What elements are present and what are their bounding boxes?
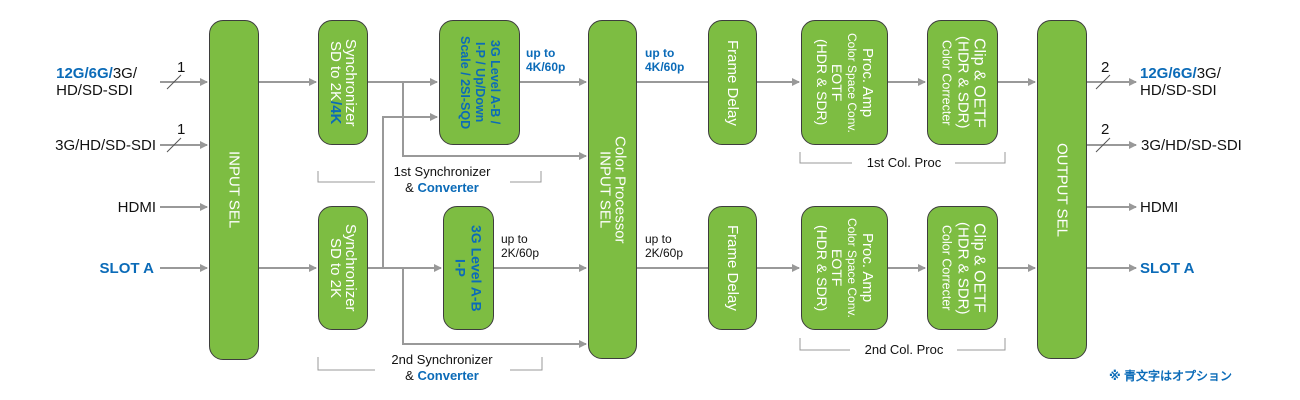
input-sel-label: INPUT SEL [225, 151, 243, 229]
rate-conv1-out: up to 4K/60p [526, 46, 566, 74]
clip-oetf-1-line3: Color Correcter [939, 39, 954, 126]
group-label-col-proc-2: 2nd Col. Proc [864, 342, 944, 357]
clip-oetf-1-block: Clip & OETF (HDR & SDR) Color Correcter [927, 20, 998, 145]
frame-delay-1-label: Frame Delay [724, 39, 741, 126]
frame-delay-2-label: Frame Delay [724, 225, 741, 311]
clip-oetf-1-label: Clip & OETF (HDR & SDR) Color Correcter [939, 36, 988, 129]
bracket-col-proc-2-r [957, 338, 1006, 351]
proc-amp-1-line1: Proc. Amp [859, 47, 876, 118]
line-sync2-conv1 [382, 113, 438, 268]
group-label-col-proc-1: 1st Col. Proc [866, 155, 942, 170]
bus-slash-in-2 [166, 137, 182, 153]
input-1-standard: 3G/ [112, 65, 137, 82]
clip-oetf-2-line2: (HDR & SDR) [954, 221, 972, 315]
proc-amp-1-label: Proc. Amp Color Space Conv. EOTF (HDR & … [814, 32, 876, 133]
sync2-block: Synchronizer SD to 2K [318, 206, 368, 330]
output-count-2: 2 [1101, 121, 1110, 138]
proc-amp-1-line4: (HDR & SDR) [814, 39, 830, 126]
proc-amp-2-line3: EOTF [829, 249, 845, 287]
output-1-optional: 12G/6G/ [1140, 65, 1197, 82]
clip-oetf-1-line2: (HDR & SDR) [954, 36, 972, 129]
clip-oetf-2-block: Clip & OETF (HDR & SDR) Color Correcter [927, 206, 998, 330]
clip-oetf-2-line1: Clip & OETF [970, 223, 988, 313]
bracket-col-proc-1-r [955, 152, 1006, 164]
output-label-1: 12G/6G/3G/ HD/SD-SDI [1140, 65, 1221, 99]
proc-amp-2-block: Proc. Amp Color Space Conv. EOTF (HDR & … [801, 206, 888, 330]
proc-amp-1-block: Proc. Amp Color Space Conv. EOTF (HDR & … [801, 20, 888, 145]
group-label-sync-conv-1: 1st Synchronizer & Converter [387, 164, 497, 196]
sync1-line2-opt: /4K [327, 100, 344, 125]
group-1-converter: Converter [417, 180, 479, 195]
input-1-line2: HD/SD-SDI [56, 82, 133, 99]
bus-slash-in-1 [166, 74, 182, 90]
optional-note: ※ 青文字はオプション [1109, 369, 1233, 383]
input-label-4: SLOT A [99, 260, 154, 277]
output-sel-label: OUTPUT SEL [1053, 142, 1071, 237]
proc-amp-2-line2: Color Space Conv. [845, 218, 859, 318]
color-processor-label: Color Processor INPUT SEL [596, 135, 629, 244]
output-1-line2: HD/SD-SDI [1140, 82, 1217, 99]
sync1-line2: SD to 2K [327, 40, 344, 101]
proc-amp-1-line3: EOTF [829, 63, 845, 102]
rate-cp-out-1: up to 4K/60p [645, 46, 685, 74]
bracket-col-proc-1 [799, 152, 852, 164]
line-sync2-bypass [402, 268, 587, 348]
sync1-line1: Synchronizer [342, 38, 359, 127]
color-processor-line2: INPUT SEL [596, 150, 614, 229]
frame-delay-1-block: Frame Delay [708, 20, 757, 145]
bracket-sync-conv-1 [317, 171, 375, 183]
input-label-1: 12G/6G/3G/ HD/SD-SDI [56, 65, 137, 99]
output-label-2: 3G/HD/SD-SDI [1141, 137, 1242, 154]
bus-slash-out-1 [1095, 74, 1111, 90]
bracket-col-proc-2 [799, 338, 850, 351]
sync1-block: Synchronizer SD to 2K/4K [318, 20, 368, 145]
sync2-label: Synchronizer SD to 2K [327, 224, 359, 312]
converter2-block: 3G Level A-B I-P [443, 206, 494, 330]
proc-amp-2-line4: (HDR & SDR) [814, 224, 830, 312]
bus-slash-out-2 [1095, 137, 1111, 153]
output-count-1: 2 [1101, 59, 1110, 76]
converter2-label: 3G Level A-B I-P [452, 224, 485, 312]
group-1-amp: & [405, 180, 418, 195]
sync2-line2: SD to 2K [327, 237, 344, 298]
bracket-sync-conv-1-r [510, 171, 542, 183]
frame-delay-2-block: Frame Delay [708, 206, 757, 330]
group-2-amp: & [405, 368, 418, 383]
input-count-2: 1 [177, 121, 186, 138]
input-1-optional: 12G/6G/ [56, 65, 113, 82]
output-sel-block: OUTPUT SEL [1037, 20, 1087, 359]
clip-oetf-2-label: Clip & OETF (HDR & SDR) Color Correcter [939, 221, 988, 315]
clip-oetf-1-line1: Clip & OETF [970, 37, 988, 128]
proc-amp-2-line1: Proc. Amp [859, 233, 876, 303]
group-1-prefix: 1st Synchronizer [393, 164, 491, 179]
output-1-standard: 3G/ [1196, 65, 1221, 82]
input-label-3: HDMI [117, 199, 156, 216]
color-processor-line1: Color Processor [611, 135, 629, 244]
bracket-sync-conv-2 [317, 357, 375, 371]
input-label-2: 3G/HD/SD-SDI [55, 137, 156, 154]
group-label-sync-conv-2: 2nd Synchronizer & Converter [384, 352, 500, 384]
input-count-1: 1 [177, 59, 186, 76]
group-2-converter: Converter [417, 368, 479, 383]
sync1-label: Synchronizer SD to 2K/4K [327, 38, 359, 127]
proc-amp-1-line2: Color Space Conv. [845, 32, 859, 133]
proc-amp-2-label: Proc. Amp Color Space Conv. EOTF (HDR & … [814, 218, 876, 318]
bracket-sync-conv-2-r [510, 357, 543, 371]
converter1-block: 3G Level A-B / I-P / Up/Down Scale / 2SI… [439, 20, 520, 145]
output-label-4: SLOT A [1140, 260, 1195, 277]
rate-cp-out-2: up to 2K/60p [645, 232, 684, 260]
sync2-line1: Synchronizer [342, 224, 359, 312]
color-processor-input-sel-block: Color Processor INPUT SEL [588, 20, 637, 359]
group-2-prefix: 2nd Synchronizer [391, 352, 493, 367]
output-label-3: HDMI [1140, 199, 1179, 216]
clip-oetf-2-line3: Color Correcter [939, 225, 954, 311]
rate-conv2-out: up to 2K/60p [501, 232, 540, 260]
line-sync1-bypass [402, 82, 587, 160]
input-sel-block: INPUT SEL [209, 20, 259, 360]
converter1-label: 3G Level A-B / I-P / Up/Down Scale / 2SI… [458, 35, 502, 130]
